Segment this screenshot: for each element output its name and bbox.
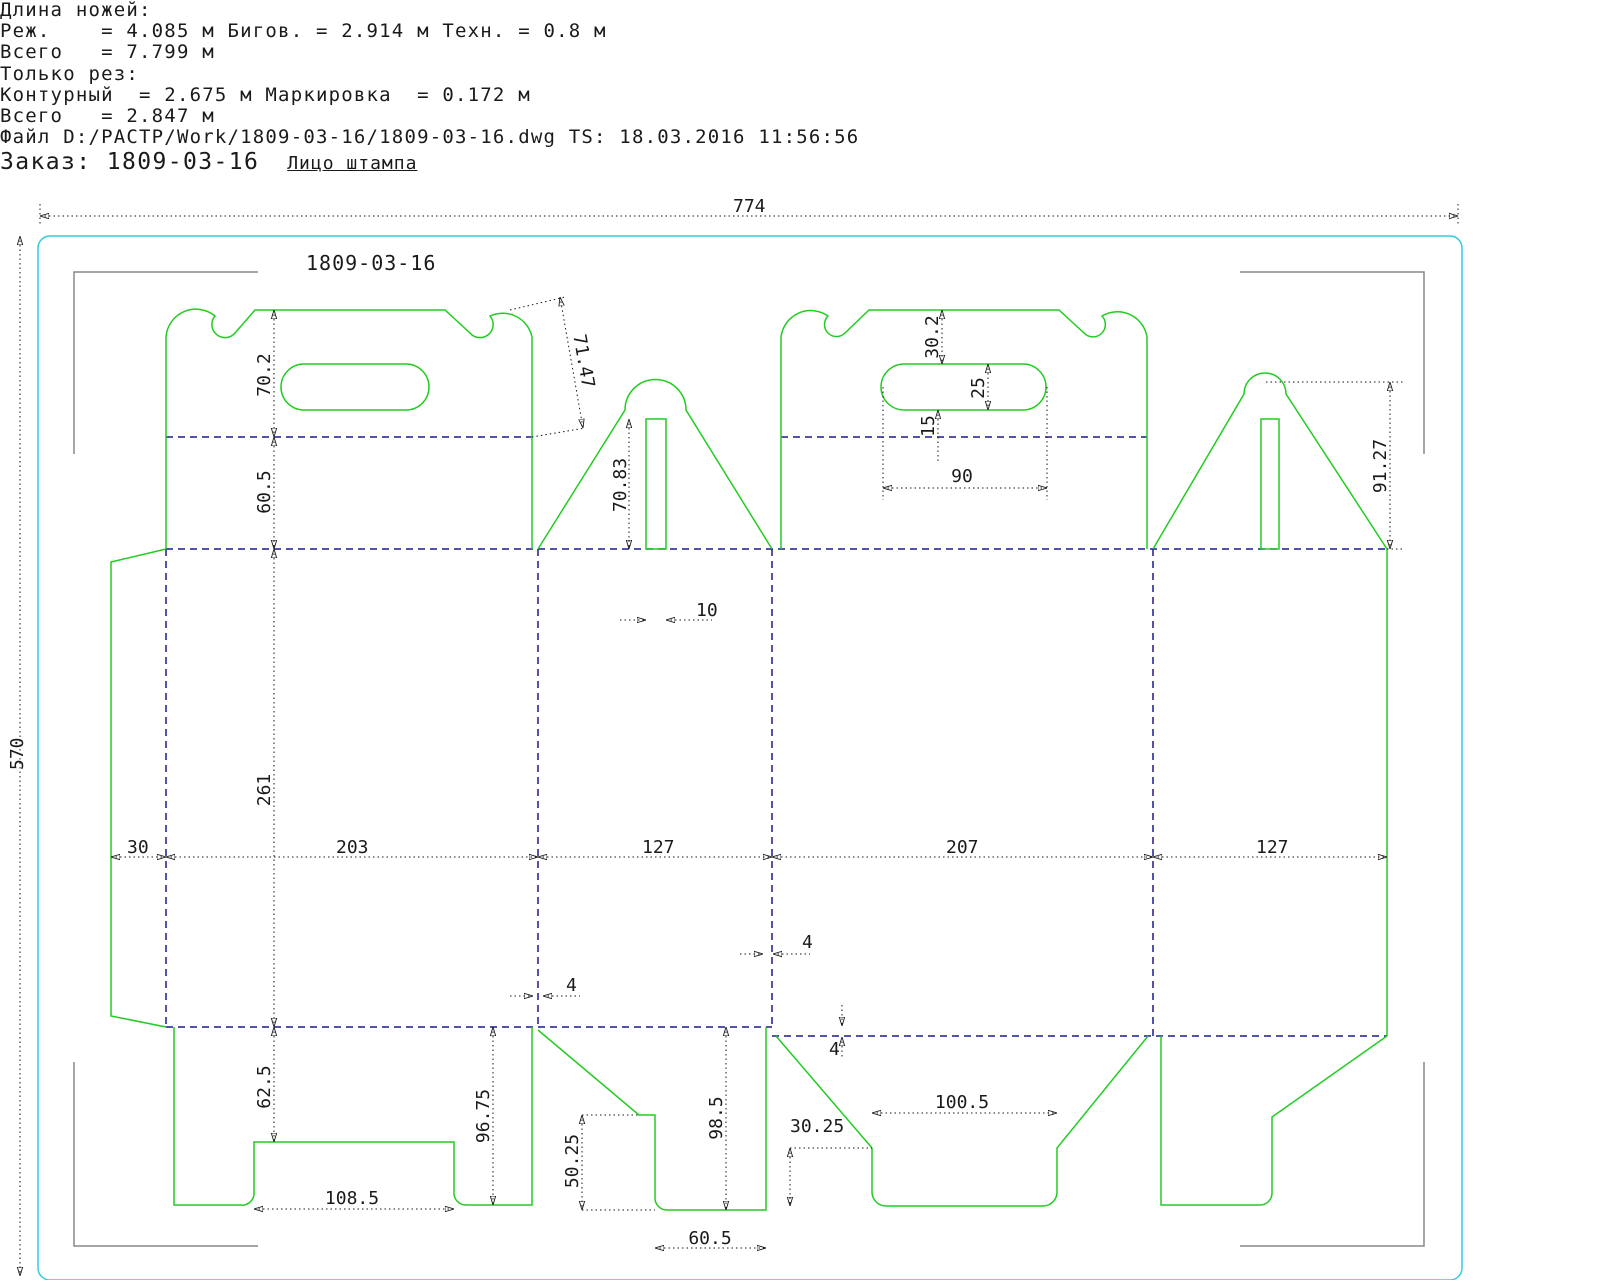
face-label: Лицо штампа [287,153,418,175]
cut-only-total: Всего = 2.847 м [0,104,215,127]
order-label: Заказ: [0,149,92,176]
dim-15-label: 15 [918,415,939,437]
dim-10-label: 10 [696,600,718,621]
dim-60-5-horizontal-label: 60.5 [688,1228,731,1249]
dim-96-75-label: 96.75 [473,1089,494,1143]
dim-127-b-label: 127 [1256,837,1289,858]
dim-98-5-label: 98.5 [706,1096,727,1139]
overall-width-label: 774 [733,196,766,217]
dim-91-27-label: 91.27 [1370,439,1391,493]
order-number: 1809-03-16 [106,149,260,176]
crease-lines [165,436,1387,1037]
corner-marks [73,271,1425,1247]
dim-70-83-label: 70.83 [610,458,631,512]
knife-length-breakdown: Реж. = 4.085 м Бигов. = 2.914 м Техн. = … [0,20,607,43]
dim-203-label: 203 [336,837,369,858]
knife-length-total: Всего = 7.799 м [0,41,215,64]
dim-127-a-label: 127 [642,837,675,858]
dim-71-47-label: 71.47 [568,333,598,390]
dim-4-c-label: 4 [829,1039,840,1060]
dim-207-label: 207 [946,837,979,858]
sheet-outline [37,235,1463,1280]
knife-length-title: Длина ножей: [0,0,152,21]
dim-90-label: 90 [951,466,973,487]
dim-70-2-label: 70.2 [254,353,275,396]
dim-60-5-vertical-label: 60.5 [254,470,275,513]
overall-height-label: 570 [7,737,28,770]
dim-108-5-label: 108.5 [325,1188,379,1209]
file-path-line: Файл D:/РАСТР/Work/1809-03-16/1809-03-16… [0,126,860,149]
dim-100-5-label: 100.5 [935,1092,989,1113]
dim-30-label: 30 [127,837,149,858]
dimension-lines [20,204,1459,1276]
dim-4-a-label: 4 [566,975,577,996]
cut-only-breakdown: Контурный = 2.675 м Маркировка = 0.172 м [0,83,531,106]
dim-62-5-label: 62.5 [254,1065,275,1108]
dim-50-25-label: 50.25 [562,1134,583,1188]
dim-25-label: 25 [968,377,989,399]
order-line: Заказ: 1809-03-16 Лицо штампа [0,148,900,178]
dim-4-b-label: 4 [802,932,813,953]
dim-30-2-label: 30.2 [922,315,943,358]
dim-261-label: 261 [254,774,275,807]
cut-lines [110,308,1388,1211]
drawing-info-header: Длина ножей: Реж. = 4.085 м Бигов. = 2.9… [0,0,900,178]
dim-30-25-label: 30.25 [790,1116,844,1137]
cut-only-title: Только рез: [0,62,140,85]
part-label: 1809-03-16 [306,251,436,275]
